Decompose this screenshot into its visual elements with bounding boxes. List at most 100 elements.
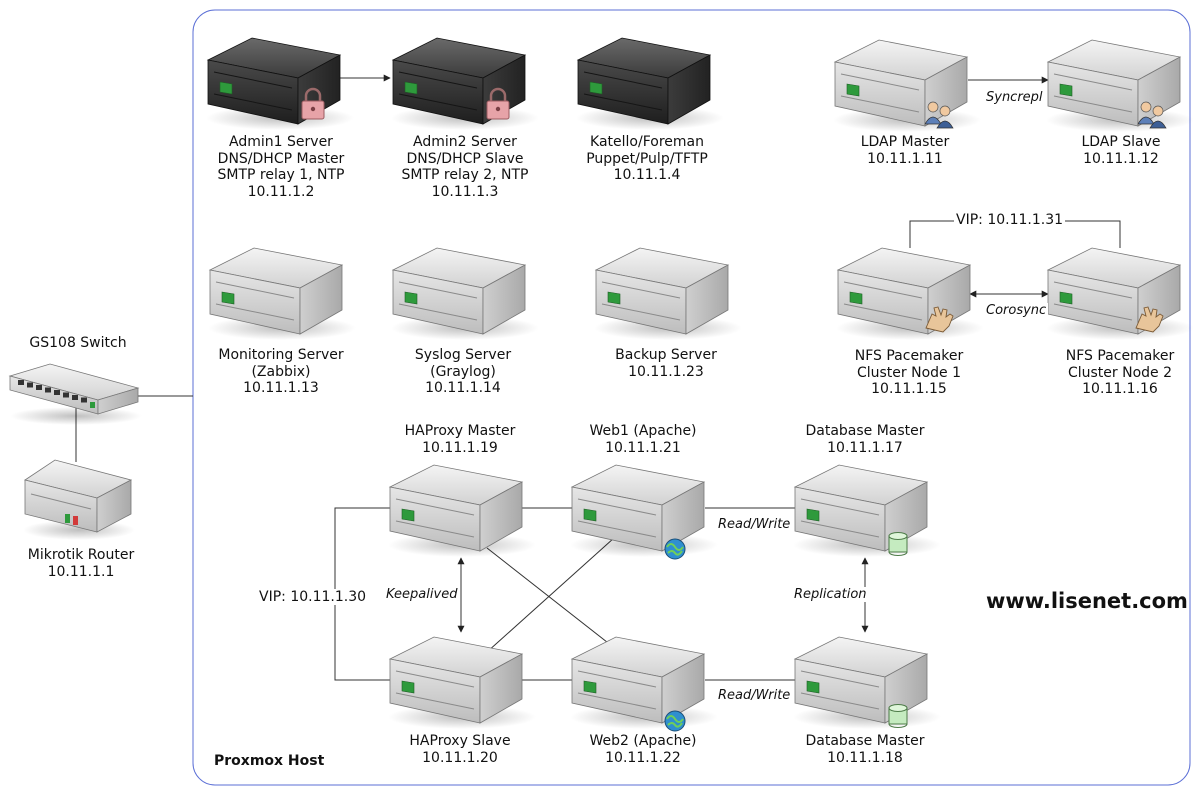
label-line: DNS/DHCP Master [217,150,345,167]
haproxy-slave-to-web1 [486,537,615,653]
label-line: Mikrotik Router [27,547,135,563]
monitoring-server [208,247,356,340]
katello-server [576,37,724,130]
replication-label: Replication [792,587,869,602]
haproxy-slave-server [388,636,536,729]
hand-icon [925,306,954,333]
label-line: Web2 (Apache) [589,733,697,749]
globe-icon [664,710,686,732]
read-write-label-1: Read/Write [716,517,793,532]
label-line: SMTP relay 1, NTP [217,167,345,183]
web2-server [570,636,718,732]
label-line: 10.11.1.20 [422,749,498,766]
nfs-node2-server [1046,247,1194,340]
admin1-server [206,37,354,130]
label-line: 10.11.1.14 [425,380,501,396]
admin2-server [391,37,539,130]
label-line: 10.11.1.15 [871,381,947,397]
haproxy-vip-label: VIP: 10.11.1.30 [257,589,369,605]
users-icon [1137,101,1167,129]
label-line: NFS Pacemaker [1065,348,1175,364]
label-line: Monitoring Server [218,347,344,363]
keepalived-label: Keepalived [384,587,460,602]
label-line: Backup Server [615,347,717,363]
device-icons [8,37,1194,732]
label-line: GS108 Switch [29,335,127,351]
proxmox-host-label: Proxmox Host [214,753,325,769]
label-line: Cluster Node 1 [856,364,962,381]
label-line: HAProxy Slave [409,733,511,749]
web2-label: Web2 (Apache)10.11.1.22 [558,733,728,766]
haproxy-master-server [388,464,536,557]
monitoring-label: Monitoring Server(Zabbix)10.11.1.13 [196,347,366,397]
label-line: 10.11.1.12 [1083,150,1159,167]
globe-icon [664,538,686,560]
database-icon [888,704,908,728]
syslog-server [391,247,539,340]
label-line: Katello/Foreman [590,134,704,150]
label-line: Admin1 Server [229,134,333,150]
nfs-vip-label: VIP: 10.11.1.31 [954,212,1066,228]
connections [75,74,1121,681]
label-line: Puppet/Pulp/TFTP [586,150,708,167]
corosync-label: Corosync [984,303,1049,318]
label-line: 10.11.1.22 [605,749,681,766]
db-master2-server [793,636,941,729]
web1-label: Web1 (Apache)10.11.1.21 [558,423,728,456]
db-master1-server [793,464,941,557]
label-line: HAProxy Master [404,423,516,439]
web1-server [570,464,718,560]
label-line: LDAP Slave [1081,134,1161,150]
backup-server [594,247,742,340]
gs108-switch [8,363,142,425]
syslog-label: Syslog Server(Graylog)10.11.1.14 [378,347,548,397]
label-line: 10.11.1.17 [827,439,903,456]
label-line: 10.11.1.23 [628,363,704,380]
label-line: Admin2 Server [413,134,517,150]
ldap-slave-server [1046,39,1194,132]
label-line: 10.11.1.19 [422,439,498,456]
mikrotik-router [23,459,135,540]
label-line: 10.11.1.21 [605,439,681,456]
label-line: (Graylog) [430,363,496,380]
ldap-master-server [833,39,981,132]
label-line: 10.11.1.3 [431,183,499,200]
label-line: 10.11.1.13 [243,380,319,396]
hand-icon [1135,306,1164,333]
label-line: LDAP Master [860,134,950,150]
nfs-node1-server [836,247,984,340]
label-line: 10.11.1.1 [47,563,115,580]
label-line: 10.11.1.18 [827,749,903,766]
lock-icon [301,87,325,120]
users-icon [924,101,954,129]
switch-label: GS108 Switch [0,335,156,352]
label-line: 10.11.1.4 [613,167,681,183]
brand-watermark: www.lisenet.com [986,589,1188,613]
label-line: 10.11.1.11 [867,150,943,167]
label-line: NFS Pacemaker [854,348,964,364]
label-line: DNS/DHCP Slave [406,150,524,167]
proxmox-host-boundary [192,9,1191,786]
database-icon [888,532,908,556]
label-line: 10.11.1.16 [1082,381,1158,397]
label-line: Database Master [805,733,925,749]
label-line: (Zabbix) [251,363,311,380]
lock-icon [486,87,510,120]
label-line: Web1 (Apache) [589,423,697,439]
label-line: Syslog Server [414,347,512,363]
haproxy-master-to-web2 [486,547,613,647]
